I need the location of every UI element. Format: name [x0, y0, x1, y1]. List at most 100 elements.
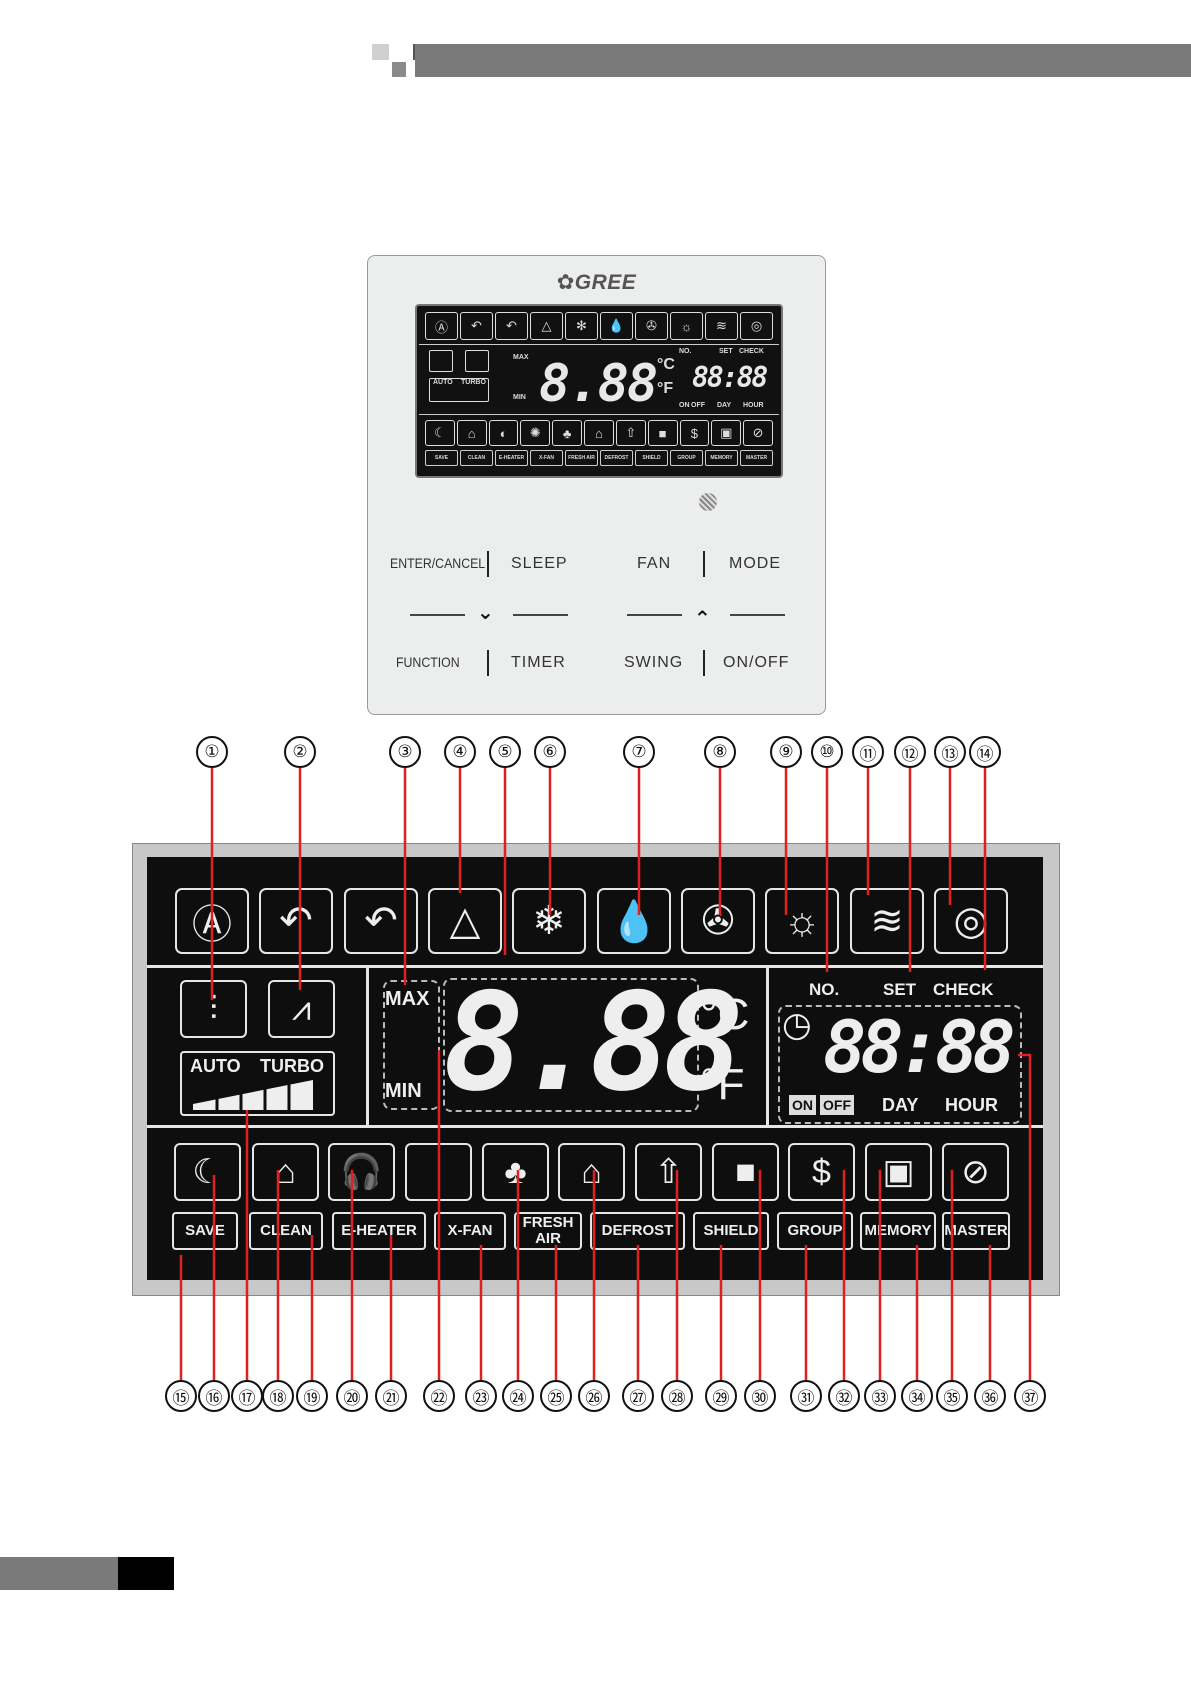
mini-lock-icon: ■ — [647, 420, 678, 446]
chevron-up-icon[interactable]: ⌃ — [694, 608, 711, 630]
callout-16: ⑯ — [198, 1380, 230, 1412]
callout-37: ㊲ — [1014, 1380, 1046, 1412]
sleep-icon: ☾ — [174, 1143, 241, 1201]
mini-off: OFF — [691, 402, 705, 409]
header-square-1 — [372, 44, 389, 60]
callout-12: ⑫ — [894, 736, 926, 768]
callout-20: ⑳ — [336, 1380, 368, 1412]
min-label: MIN — [385, 1080, 422, 1102]
callout-25: ㉕ — [540, 1380, 572, 1412]
callout-2: ② — [284, 736, 316, 768]
divider-line — [627, 614, 682, 616]
mini-swing2-icon: ↶ — [495, 312, 528, 340]
mini-label: FRESH AIR — [565, 450, 598, 466]
callout-9: ⑨ — [770, 736, 802, 768]
fan-button[interactable]: FAN — [637, 555, 672, 572]
fan-speed-box — [180, 1051, 335, 1116]
enter-cancel-button[interactable]: ENTER/CANCEL — [390, 555, 486, 571]
callout-35: ㉟ — [936, 1380, 968, 1412]
e-heater-label: E-HEATER — [332, 1212, 426, 1250]
mini-fan-icon: ✇ — [635, 312, 668, 340]
recycle-icon: △ — [428, 888, 502, 954]
mini-fahrenheit: °F — [657, 380, 674, 397]
timer-button[interactable]: TIMER — [511, 654, 566, 671]
lcd-divider-bottom — [147, 1125, 1043, 1128]
home-icon: ⌂ — [252, 1143, 319, 1201]
dry-drops-icon: 💧 — [597, 888, 671, 954]
callout-26: ㉖ — [578, 1380, 610, 1412]
on-off-button[interactable]: ON/OFF — [723, 654, 790, 671]
mini-function-labels: SAVE CLEAN E-HEATER X-FAN FRESH AIR DEFR… — [425, 450, 773, 466]
max-min-box — [383, 980, 440, 1110]
mini-swing-box — [429, 350, 453, 372]
mode-button[interactable]: MODE — [729, 555, 781, 572]
mini-light-icon: ✺ — [520, 420, 551, 446]
mini-label: GROUP — [670, 450, 703, 466]
mini-auto-icon: Ⓐ — [425, 312, 458, 340]
mini-tree-icon: ♣ — [552, 420, 583, 446]
function-button[interactable]: FUNCTION — [396, 654, 460, 670]
fahrenheit-unit: °F — [700, 1060, 745, 1109]
clock-icon: ◷ — [782, 1006, 812, 1044]
mini-label: X-FAN — [530, 450, 563, 466]
mini-divider-1 — [419, 344, 779, 345]
temperature-digits: 8.88 — [443, 964, 744, 1121]
mini-recycle-icon: △ — [530, 312, 563, 340]
header-bar — [415, 44, 1191, 77]
mini-bottom-icons: ☾ ⌂ ◐ ✺ ♣ ⌂ ⇧ ■ $ ▣ ⊘ — [425, 420, 773, 446]
callout-1: ① — [196, 736, 228, 768]
mini-home-icon: ⌂ — [456, 420, 487, 446]
set-label: SET — [883, 980, 917, 999]
fresh-air-line1: FRESH — [522, 1214, 574, 1231]
sleep-button[interactable]: SLEEP — [511, 555, 568, 572]
mini-top-icons: Ⓐ ↶ ↶ △ ✻ 💧 ✇ ☼ ≋ ◎ — [425, 312, 773, 340]
swing-louver-icon: ⫶ — [180, 980, 247, 1038]
brand-logo: ✿GREE — [556, 271, 637, 294]
footer-bar — [0, 1557, 118, 1590]
callout-5: ⑤ — [489, 736, 521, 768]
separator — [703, 650, 705, 676]
mini-label: DEFROST — [600, 450, 633, 466]
mini-sun-icon: ☼ — [670, 312, 703, 340]
health-tree-icon: ♣ — [482, 1143, 549, 1201]
mini-prohibit-icon: ⊘ — [743, 420, 773, 446]
mini-drop-icon: 💧 — [600, 312, 633, 340]
lock-icon: ■ — [712, 1143, 779, 1201]
mini-hour: HOUR — [743, 402, 764, 409]
callout-13: ⑬ — [934, 736, 966, 768]
mini-heat-icon: ≋ — [705, 312, 738, 340]
mini-temp: 8.88 — [539, 354, 658, 414]
callout-7: ⑦ — [623, 736, 655, 768]
clean-label: CLEAN — [249, 1212, 323, 1250]
mini-label: MEMORY — [705, 450, 738, 466]
mini-auto: AUTO — [433, 379, 453, 386]
mini-snow-icon: ✻ — [565, 312, 598, 340]
floor-heat-icon: ≋ — [850, 888, 924, 954]
mini-min: MIN — [513, 394, 526, 401]
turbo-label: TURBO — [260, 1056, 324, 1076]
callout-3: ③ — [389, 736, 421, 768]
heat-sun-icon: ☼ — [765, 888, 839, 954]
mini-divider-2 — [419, 414, 779, 415]
mini-sleep-icon: ☾ — [425, 420, 455, 446]
swing-button[interactable]: SWING — [624, 654, 684, 671]
no-label: NO. — [809, 980, 840, 999]
mini-max: MAX — [513, 354, 529, 361]
chevron-down-icon[interactable]: ⌄ — [477, 602, 494, 624]
on-indicator: ON — [789, 1095, 816, 1115]
clock-box — [778, 1005, 1022, 1124]
max-label: MAX — [385, 988, 430, 1010]
callout-14: ⑭ — [969, 736, 1001, 768]
group-label: GROUP — [777, 1212, 853, 1250]
swing-up-down-icon: ↶ — [259, 888, 333, 954]
mini-clock: 88:88 — [692, 361, 768, 394]
wired-controller-panel: ✿GREE Ⓐ ↶ ↶ △ ✻ 💧 ✇ ☼ ≋ ◎ AUTO TURBO MAX… — [367, 255, 826, 715]
callout-28: ㉘ — [661, 1380, 693, 1412]
callout-18: ⑱ — [262, 1380, 294, 1412]
callout-21: ㉑ — [375, 1380, 407, 1412]
mini-no: NO. — [679, 348, 692, 355]
mini-label: SAVE — [425, 450, 458, 466]
mini-day: DAY — [717, 402, 732, 409]
fan-icon: ✇ — [681, 888, 755, 954]
lcd-divider-top — [147, 965, 1043, 968]
